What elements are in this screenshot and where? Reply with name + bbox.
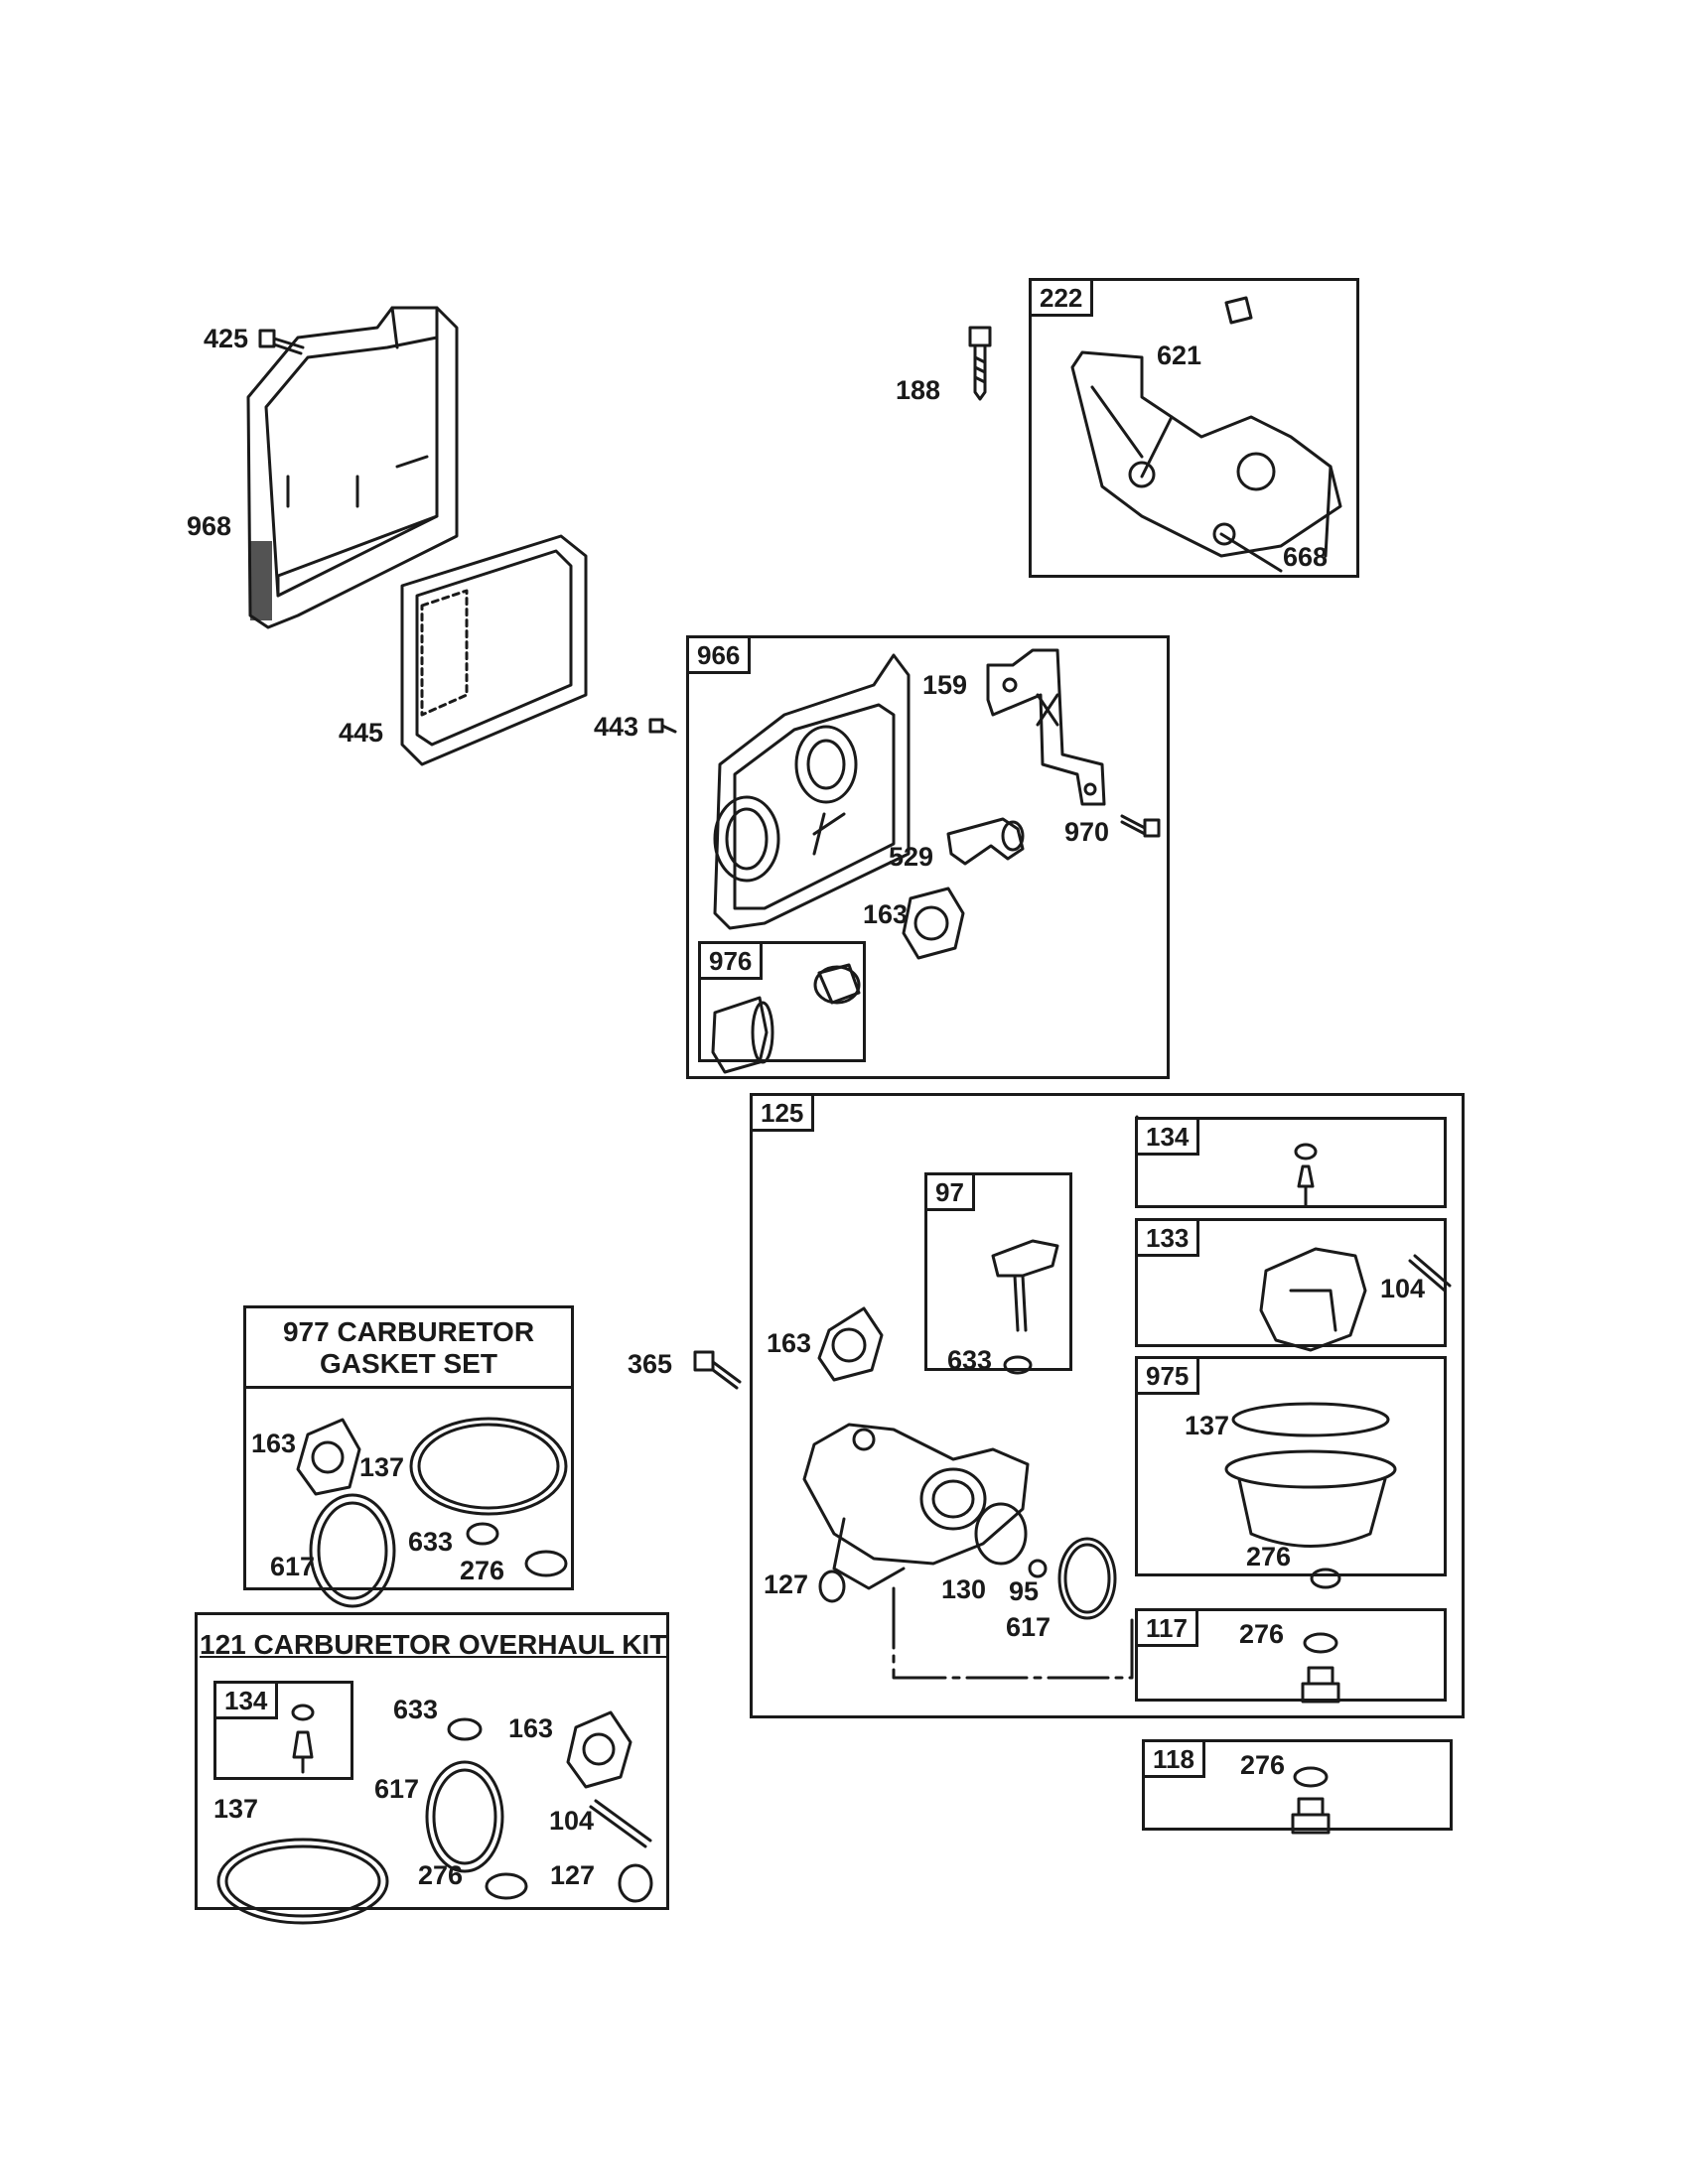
assembly-tag-117: 117 <box>1135 1608 1198 1647</box>
gasket-kit-callout-633: 633 <box>408 1527 454 1557</box>
overhaul-kit-callout-617: 617 <box>374 1774 420 1804</box>
collar-976-drawing <box>711 963 861 1074</box>
assembly-tag-976: 976 <box>698 941 764 980</box>
air-filter-445-drawing <box>400 534 588 766</box>
gasket-kit-parts-drawing <box>296 1417 568 1608</box>
callout-276-117: 276 <box>1239 1619 1285 1649</box>
gasket-kit-callout-137: 137 <box>359 1452 405 1482</box>
overhaul-kit-tag-134: 134 <box>213 1681 279 1719</box>
choke-shaft-97-drawing <box>991 1239 1059 1375</box>
gasket-kit-divider <box>246 1386 571 1389</box>
overhaul-kit-callout-633: 633 <box>393 1695 439 1724</box>
screw-970-drawing <box>1120 814 1161 838</box>
callout-970: 970 <box>1064 817 1110 847</box>
callout-633-carb: 633 <box>947 1345 993 1375</box>
screw-443-drawing <box>648 718 677 734</box>
assembly-box-975: 975 <box>1135 1356 1447 1576</box>
callout-104-float: 104 <box>1380 1274 1426 1303</box>
callout-163-intake: 163 <box>863 899 909 929</box>
assembly-box-117: 117 <box>1135 1608 1447 1702</box>
callout-617-carb: 617 <box>1006 1612 1052 1642</box>
overhaul-kit-title: 121 CARBURETOR OVERHAUL KIT <box>200 1629 667 1660</box>
assembly-box-222: 222 <box>1029 278 1359 578</box>
callout-159: 159 <box>922 670 968 700</box>
callout-668: 668 <box>1283 542 1329 572</box>
carburetor-body-drawing <box>802 1423 1030 1590</box>
assembly-tag-125: 125 <box>750 1093 815 1132</box>
callout-163-carb: 163 <box>767 1328 812 1358</box>
assembly-box-118: 118 <box>1142 1739 1453 1831</box>
air-cleaner-base-968-drawing <box>246 306 459 629</box>
elbow-529-drawing <box>946 817 1025 866</box>
assembly-box-966: 966 <box>686 635 1170 1079</box>
callout-425: 425 <box>204 324 249 353</box>
assembly-tag-134: 134 <box>1135 1117 1200 1156</box>
callout-130: 130 <box>941 1574 987 1604</box>
overhaul-kit-parts-drawing <box>216 1704 653 1925</box>
assembly-box-134: 134 <box>1135 1117 1447 1208</box>
gasket-kit-title: 977 CARBURETOR GASKET SET <box>246 1316 571 1380</box>
callout-445: 445 <box>339 718 384 748</box>
overhaul-kit-callout-137: 137 <box>213 1794 259 1824</box>
overhaul-kit-callout-127: 127 <box>550 1860 596 1890</box>
bowl-975-drawing <box>1224 1402 1397 1589</box>
overhaul-kit-box: 121 CARBURETOR OVERHAUL KIT 134 <box>195 1612 669 1910</box>
assembly-tag-222: 222 <box>1029 278 1094 317</box>
assembly-tag-118: 118 <box>1142 1739 1205 1778</box>
carb-small-parts-drawing <box>818 1502 1134 1680</box>
overhaul-kit-callout-104: 104 <box>549 1806 595 1836</box>
callout-188: 188 <box>896 375 941 405</box>
assembly-tag-97: 97 <box>924 1172 975 1211</box>
callout-95: 95 <box>1009 1576 1040 1606</box>
callout-621: 621 <box>1157 341 1202 370</box>
gasket-kit-box: 977 CARBURETOR GASKET SET <box>243 1305 574 1590</box>
callout-443: 443 <box>594 712 639 742</box>
assembly-tag-966: 966 <box>686 635 752 674</box>
callout-276-118: 276 <box>1240 1750 1286 1780</box>
screw-188-drawing <box>968 326 992 401</box>
assembly-tag-975: 975 <box>1135 1356 1200 1395</box>
callout-137-bowl: 137 <box>1185 1411 1230 1440</box>
gasket-163-carb-drawing <box>817 1306 884 1382</box>
assembly-box-97: 97 <box>924 1172 1072 1371</box>
gasket-kit-title-line2: GASKET SET <box>320 1348 497 1380</box>
callout-276-bowl: 276 <box>1246 1542 1292 1571</box>
assembly-tag-133: 133 <box>1135 1218 1200 1257</box>
intake-adapter-966-drawing <box>713 653 911 930</box>
bowl-nut-117-drawing <box>1301 1632 1340 1704</box>
callout-127-carb: 127 <box>764 1570 809 1599</box>
overhaul-kit-callout-276: 276 <box>418 1860 464 1890</box>
assembly-box-133: 133 <box>1135 1218 1447 1347</box>
callout-968: 968 <box>187 511 232 541</box>
gasket-kit-callout-617: 617 <box>270 1552 316 1581</box>
control-bracket-222-drawing <box>1070 296 1342 573</box>
callout-529: 529 <box>889 842 934 872</box>
assembly-box-125: 125 <box>750 1093 1465 1718</box>
screw-365-drawing <box>693 1350 742 1390</box>
screw-425-drawing <box>258 329 305 355</box>
gasket-kit-title-line1: 977 CARBURETOR <box>282 1316 535 1347</box>
overhaul-kit-callout-163: 163 <box>508 1713 554 1743</box>
assembly-box-976: 976 <box>698 941 866 1062</box>
gasket-163-drawing <box>902 887 965 960</box>
overhaul-kit-sub-box-134: 134 <box>213 1681 353 1780</box>
bracket-159-drawing <box>986 648 1106 806</box>
gasket-kit-callout-163: 163 <box>251 1429 297 1458</box>
bowl-nut-118-drawing <box>1291 1766 1331 1835</box>
callout-365: 365 <box>628 1349 673 1379</box>
gasket-kit-callout-276: 276 <box>460 1556 505 1585</box>
